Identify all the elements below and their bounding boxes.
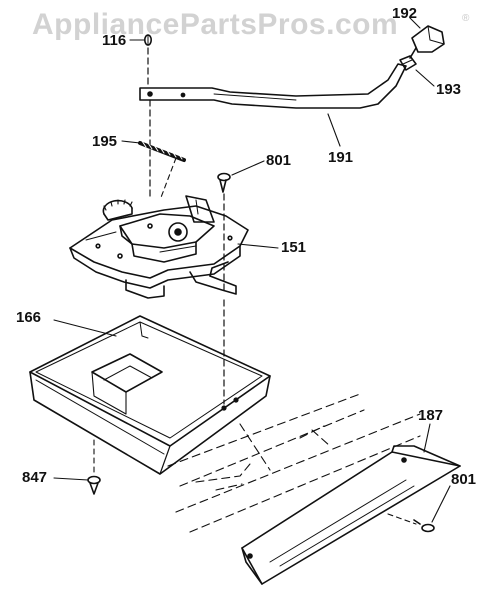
callout-187: 187 — [418, 407, 444, 424]
watermark-text: AppliancePartsPros.com — [32, 8, 399, 41]
part-191-lock-lever — [139, 63, 407, 109]
part-847-screw — [87, 475, 101, 495]
callout-801-upper: 801 — [266, 152, 292, 169]
callout-191: 191 — [328, 149, 354, 166]
callout-151: 151 — [281, 239, 307, 256]
part-192-knob — [409, 25, 445, 59]
callout-195: 195 — [92, 133, 118, 150]
callout-116: 116 — [102, 32, 127, 49]
part-195-spring — [138, 140, 186, 162]
leader-lines — [53, 17, 451, 523]
callout-801-lower: 801 — [451, 471, 477, 488]
part-193-clip — [399, 55, 417, 71]
callout-193: 193 — [436, 81, 462, 98]
phantom-oven-frame — [167, 393, 421, 533]
part-801-screw-lower — [413, 519, 435, 533]
callout-847: 847 — [22, 469, 48, 486]
part-151-latch-assembly — [69, 195, 249, 299]
part-187-trim-bracket — [241, 445, 461, 585]
part-166-shield-box — [29, 315, 271, 475]
part-801-screw-upper — [217, 172, 231, 193]
callout-192: 192 — [392, 5, 418, 22]
callout-166: 166 — [16, 309, 42, 326]
watermark-registered-mark: ® — [462, 13, 470, 24]
part-116-screw — [144, 34, 153, 46]
